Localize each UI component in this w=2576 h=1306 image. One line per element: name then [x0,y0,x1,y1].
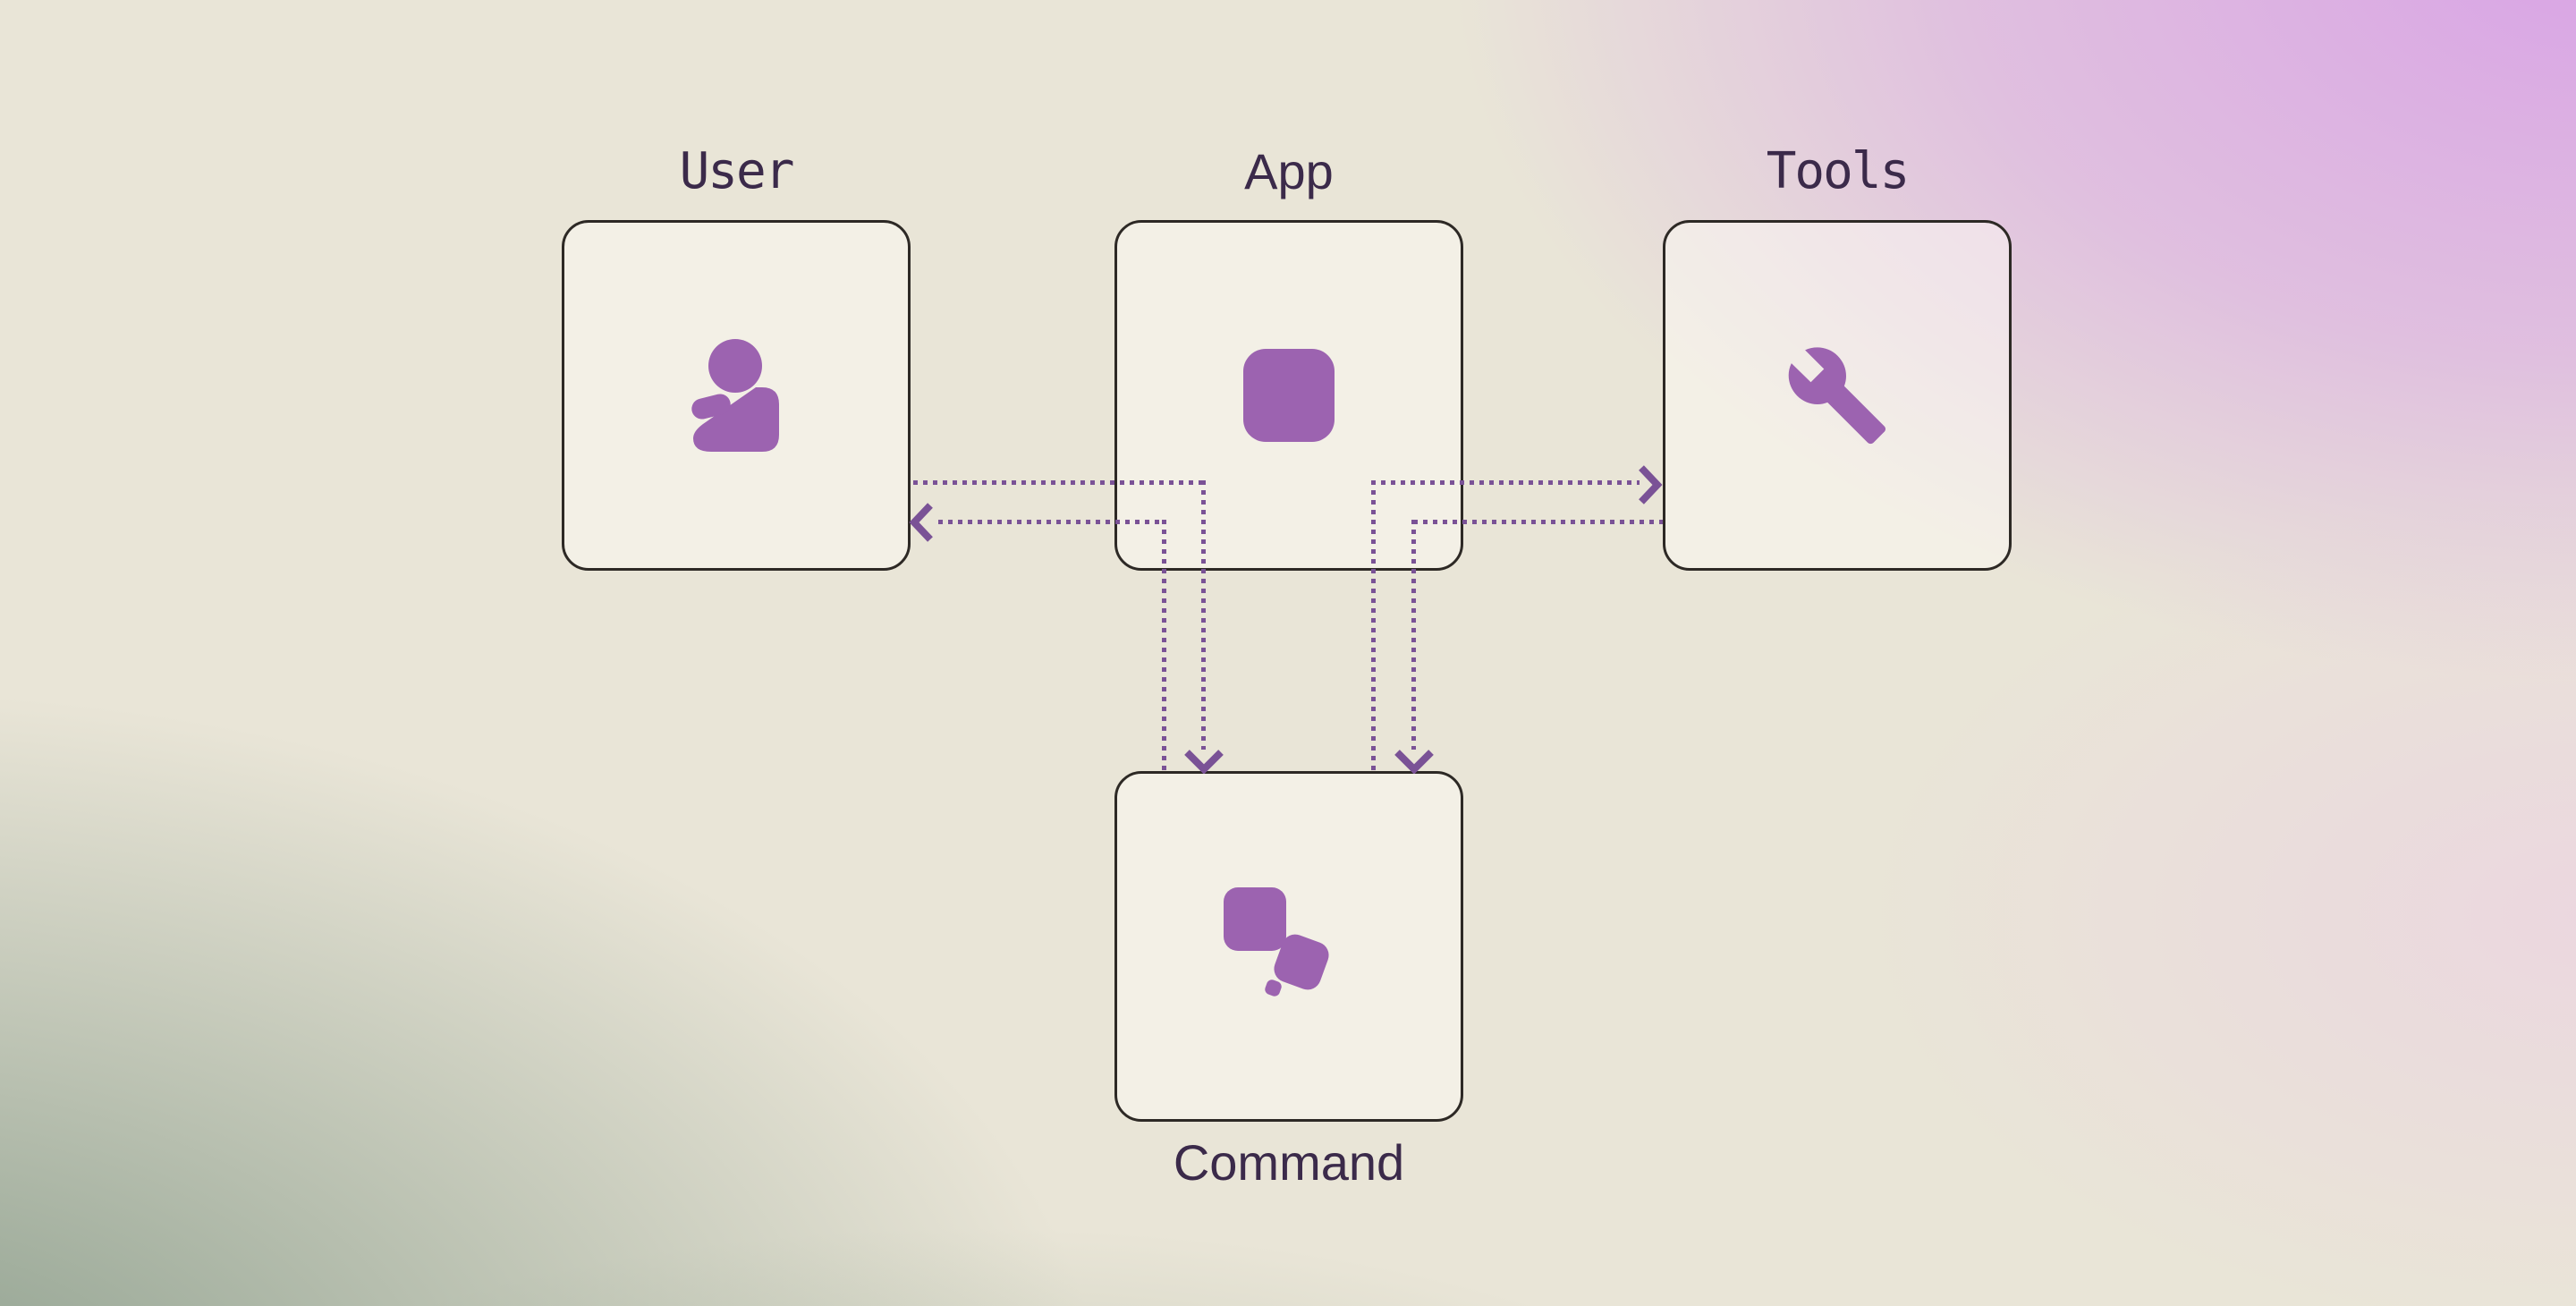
edge-command-to-tools-vertical [1371,480,1376,771]
person-icon [691,339,779,452]
edge-command-to-user-horizontal [938,520,1166,524]
app-square-icon [1243,349,1335,442]
node-label-user: User [679,142,795,200]
wrench-icon [1788,347,1886,445]
edge-tools-to-command-vertical [1411,520,1416,750]
node-box-tools [1663,220,2012,571]
edge-user-to-command-vertical [1201,480,1206,750]
arrowhead-right-into-tools-icon [1639,465,1663,505]
node-label-tools: Tools [1766,142,1911,200]
node-label-command: Command [1173,1134,1405,1191]
node-box-command [1114,771,1463,1122]
arrowhead-left-into-user-icon [909,503,933,542]
edge-user-to-command-horizontal [913,480,1206,485]
command-shapes-icon [1224,887,1329,996]
edge-tools-to-command-horizontal [1413,520,1663,524]
node-label-app: App [1244,143,1334,199]
edge-command-to-user-vertical [1162,520,1166,771]
edge-command-to-tools-horizontal [1371,480,1640,485]
node-box-app [1114,220,1463,571]
arrowhead-down-into-command-left-icon [1184,750,1224,774]
arrowhead-down-into-command-right-icon [1394,750,1434,774]
node-box-user [562,220,911,571]
